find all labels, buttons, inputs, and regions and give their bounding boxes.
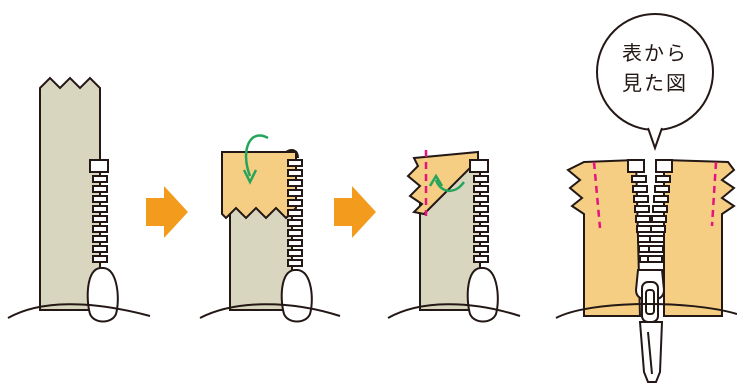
- zipper-top-stop: [89, 159, 109, 173]
- fold-arrow-icon: [434, 179, 466, 192]
- stitch-line: [710, 161, 718, 227]
- front-panel-right: [663, 158, 736, 317]
- step-2-fold-down: [199, 134, 341, 323]
- zipper-top-stop: [655, 159, 673, 173]
- zipper-slider: [466, 267, 499, 323]
- zipper-slider: [86, 267, 119, 323]
- step-arrow-1: [146, 186, 188, 238]
- folded-flap: [221, 151, 297, 220]
- zipper-teeth: [287, 159, 303, 267]
- speech-bubble-text: 表から 見た図: [595, 38, 715, 98]
- bubble-line-2: 見た図: [622, 71, 688, 95]
- bubble-line-1: 表から: [622, 41, 688, 65]
- front-panel-left: [566, 158, 642, 317]
- zipper-top-stop: [469, 159, 489, 173]
- zipper-pull-tab: [638, 321, 664, 383]
- step-arrow-2: [334, 186, 376, 238]
- zipper-teeth-right: [647, 175, 671, 263]
- zipper-teeth: [92, 175, 108, 263]
- step-1-zipper-tape: [7, 76, 151, 323]
- zipper-slider: [280, 269, 313, 323]
- step-4-front-view: [555, 158, 737, 383]
- step-3-fold-diagonal: [387, 150, 521, 323]
- speech-bubble: [596, 13, 714, 152]
- base-line: [387, 303, 521, 319]
- fold-arrow-icon: [244, 134, 269, 177]
- base-line: [199, 303, 341, 319]
- zipper-top-stop: [627, 159, 645, 173]
- base-line: [555, 303, 737, 319]
- zipper-teeth: [473, 175, 489, 263]
- fabric-tape: [39, 76, 101, 311]
- base-line: [7, 303, 151, 319]
